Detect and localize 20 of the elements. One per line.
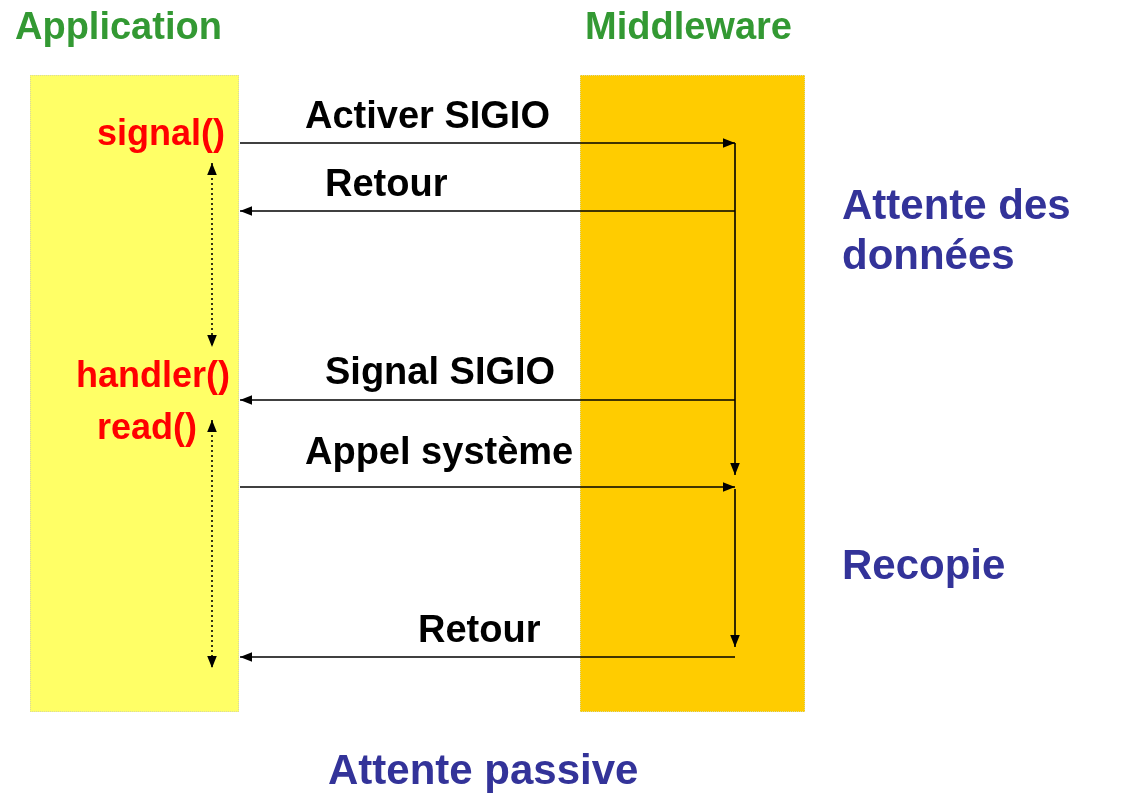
- phase-label: Attente des données: [842, 180, 1072, 280]
- phase-label: Recopie: [842, 540, 1007, 590]
- lane-heading: Middleware: [585, 5, 792, 48]
- arrow: [239, 138, 736, 148]
- function-label: signal(): [60, 113, 225, 153]
- edge-label: Activer SIGIO: [305, 94, 550, 136]
- function-label: handler(): [30, 355, 230, 395]
- lane-heading: Application: [15, 5, 222, 48]
- dotted-arrow: [207, 162, 217, 348]
- edge-label: Retour: [325, 162, 448, 204]
- dotted-arrow: [207, 419, 217, 669]
- arrow: [239, 482, 736, 492]
- caption: Attente passive: [328, 745, 639, 795]
- arrow: [239, 395, 736, 405]
- arrow: [239, 652, 736, 662]
- edge-label: Retour: [418, 608, 541, 650]
- edge-label: Signal SIGIO: [325, 350, 556, 392]
- arrow: [239, 206, 736, 216]
- edge-label: Appel système: [305, 430, 574, 472]
- function-label: read(): [55, 407, 197, 447]
